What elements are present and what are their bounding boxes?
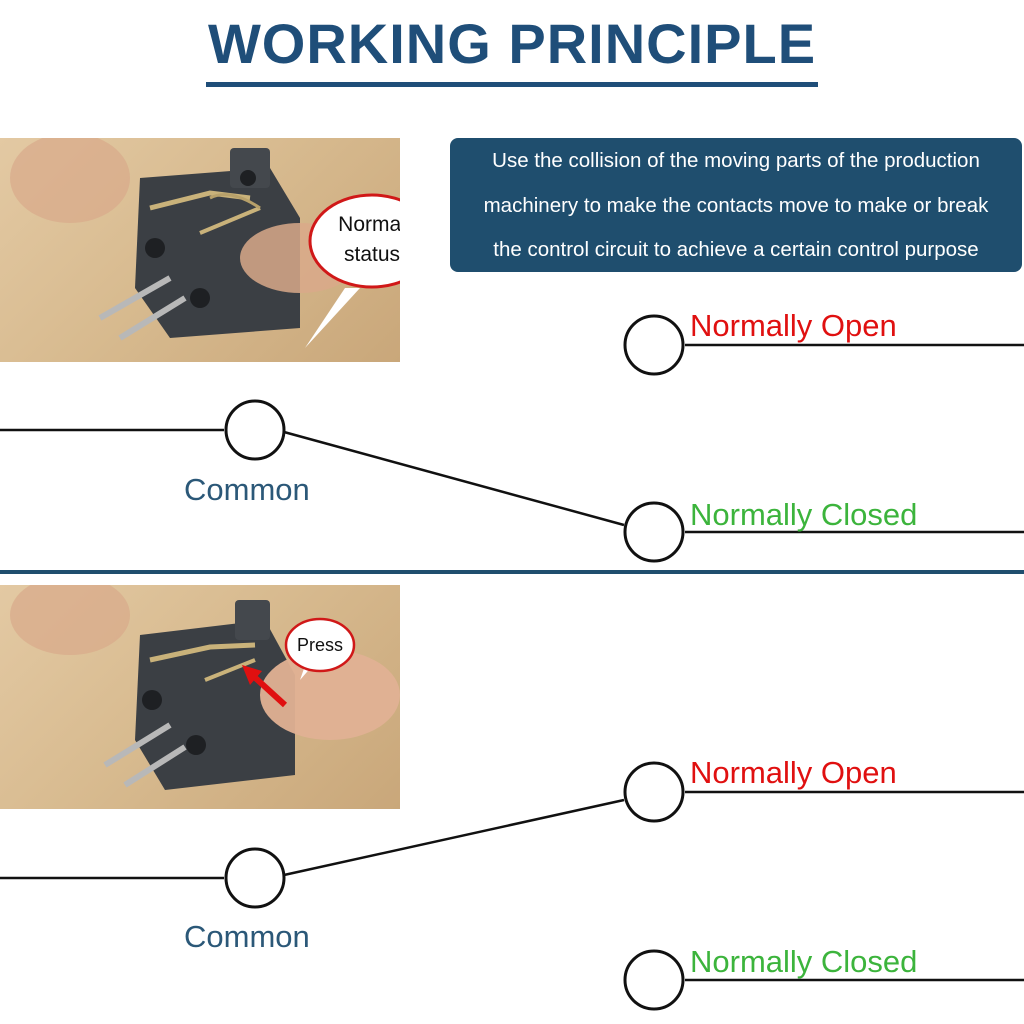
normally-closed-contact-bottom [623,949,685,1011]
description-line-3: the control circuit to achieve a certain… [493,238,979,261]
page-title-container: WORKING PRINCIPLE [0,8,1024,87]
normally-closed-contact-top [623,501,685,563]
normally-open-contact-bottom [623,761,685,823]
switch-photo-normal: Normal status [0,138,400,362]
normally-open-contact-top [623,314,685,376]
common-contact-bottom [224,847,286,909]
label-common-bottom: Common [184,919,310,954]
speech-bubble-normal [308,193,400,289]
common-contact-top [224,399,286,461]
label-common-top: Common [184,472,310,507]
description-panel: Use the collision of the moving parts of… [450,138,1022,272]
page-title: WORKING PRINCIPLE [205,8,819,87]
switch-lever-top [283,430,625,527]
speech-bubble-normal-text: Normal status [338,213,400,266]
press-arrow-icon [247,670,288,708]
switch-photo-pressed: Press [0,585,400,809]
speech-bubble-press-text: Press [296,635,343,655]
section-divider [0,570,1024,574]
switch-lever-bottom [283,798,625,877]
label-normally-open-top: Normally Open [690,308,897,343]
description-line-1: Use the collision of the moving parts of… [492,149,980,172]
description-line-2: machinery to make the contacts move to m… [483,193,989,217]
label-normally-closed-bottom: Normally Closed [690,944,918,979]
switch-photo-normal-illustration [10,138,400,348]
switch-photo-pressed-illustration [10,585,400,790]
label-normally-open-bottom: Normally Open [690,755,897,790]
label-normally-closed-top: Normally Closed [690,497,918,532]
speech-bubble-press [284,617,356,673]
